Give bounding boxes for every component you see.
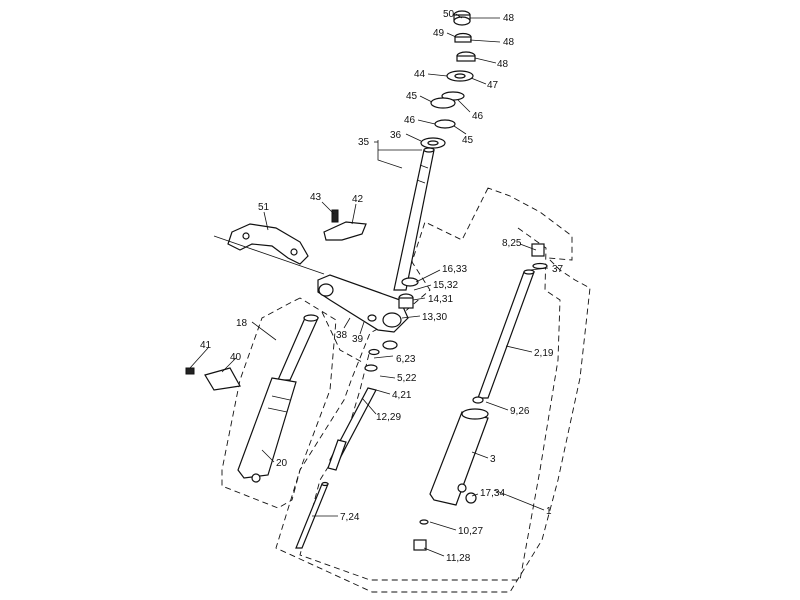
- label-37: 37: [552, 264, 564, 275]
- right-inner-tube: [477, 243, 548, 399]
- label-48-mid: 48: [503, 37, 515, 48]
- label-49: 49: [433, 28, 445, 39]
- label-48-top: 48: [503, 13, 515, 24]
- clamp-bolt-40: [185, 367, 241, 391]
- part-labels: 50 48 49 48 48 44 47 45 46 46 45 35 36 4…: [200, 9, 564, 564]
- label-45-lower: 45: [462, 135, 474, 146]
- label-44: 44: [414, 69, 426, 80]
- label-51: 51: [258, 202, 270, 213]
- label-9-26: 9,26: [510, 406, 530, 417]
- outline-right-fork-assembly: [275, 187, 591, 593]
- label-13-30: 13,30: [422, 312, 447, 323]
- label-38: 38: [336, 330, 348, 341]
- label-8-25: 8,25: [502, 238, 522, 249]
- label-43: 43: [310, 192, 322, 203]
- steering-stem: [393, 147, 435, 291]
- right-outer-tube: [429, 396, 489, 506]
- label-5-22: 5,22: [397, 373, 417, 384]
- label-46-left: 46: [404, 115, 416, 126]
- bracket-42: [323, 209, 367, 241]
- outline-left-fork-assembly: [221, 297, 337, 509]
- label-48-low: 48: [497, 59, 509, 70]
- label-15-32: 15,32: [433, 280, 458, 291]
- label-7-24: 7,24: [340, 512, 360, 523]
- label-39: 39: [352, 334, 364, 345]
- label-17-34: 17,34: [480, 488, 505, 499]
- drain-bolt-11: [413, 519, 429, 551]
- label-4-21: 4,21: [392, 390, 412, 401]
- label-50: 50: [443, 9, 455, 20]
- label-35: 35: [358, 137, 370, 148]
- label-16-33: 16,33: [442, 264, 467, 275]
- damper-rod: [327, 277, 419, 471]
- steering-nut-stack: [420, 10, 476, 149]
- label-36: 36: [390, 130, 402, 141]
- label-41: 41: [200, 340, 212, 351]
- label-3: 3: [490, 454, 496, 465]
- label-45-upper: 45: [406, 91, 418, 102]
- label-46-right: 46: [472, 111, 484, 122]
- fork-bolt-7: [295, 481, 329, 549]
- label-2-19: 2,19: [534, 348, 554, 359]
- label-12-29: 12,29: [376, 412, 401, 423]
- lower-triple-clamp: [317, 274, 409, 333]
- label-20: 20: [276, 458, 288, 469]
- outline-steering-stem: [321, 311, 363, 363]
- label-14-31: 14,31: [428, 294, 453, 305]
- label-40: 40: [230, 352, 242, 363]
- label-47: 47: [487, 80, 499, 91]
- bracket-51: [227, 223, 309, 265]
- left-fork-tube: [237, 314, 319, 483]
- leader-lines: [189, 13, 549, 557]
- label-18: 18: [236, 318, 248, 329]
- label-10-27: 10,27: [458, 526, 483, 537]
- axis-line-51: [213, 235, 325, 275]
- label-42: 42: [352, 194, 364, 205]
- label-6-23: 6,23: [396, 354, 416, 365]
- label-1: 1: [546, 506, 552, 517]
- label-11-28: 11,28: [446, 553, 471, 564]
